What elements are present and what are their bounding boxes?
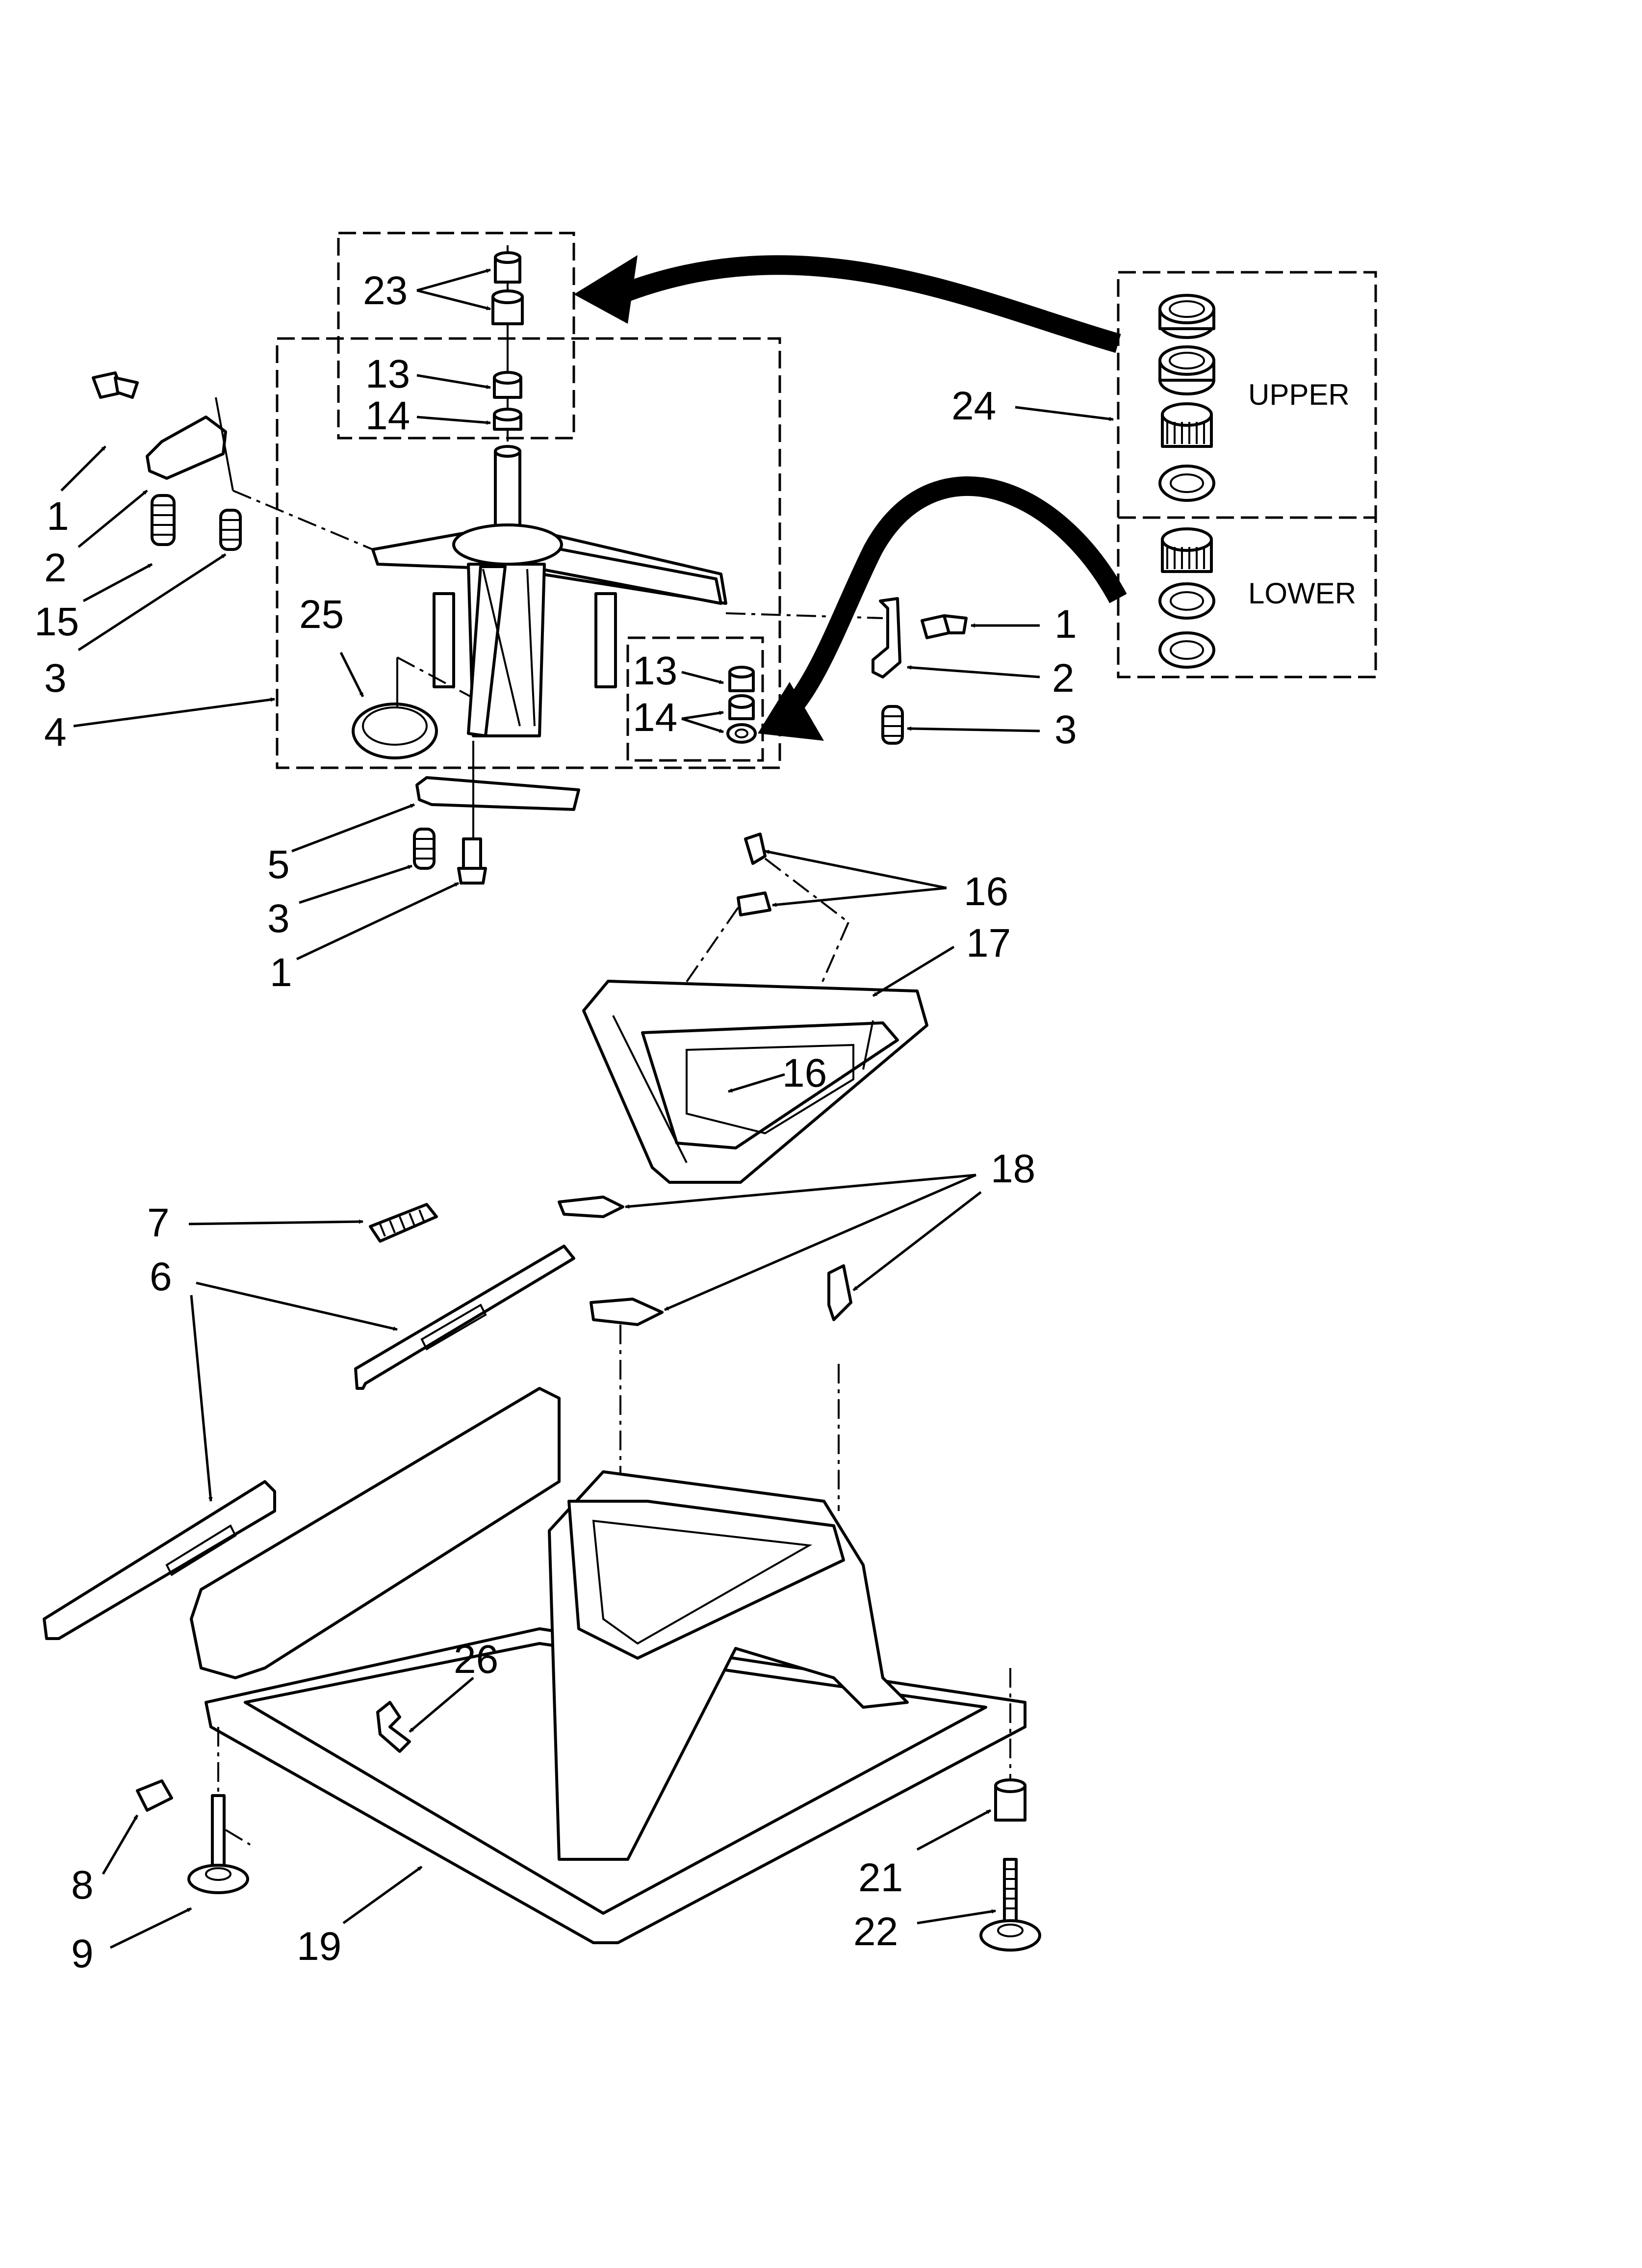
- kit-arrows: [574, 255, 1127, 741]
- screw-left-top: [92, 371, 139, 399]
- callout-7: 7: [147, 1200, 170, 1245]
- upper-kit-arrowhead: [574, 255, 638, 324]
- callout-13-side: 13: [633, 649, 677, 693]
- plug-8: [136, 1779, 173, 1812]
- callout-9: 9: [71, 1931, 94, 1976]
- callout-23: 23: [363, 268, 408, 313]
- upper-label: UPPER: [1248, 378, 1350, 411]
- brace-6-lower: [43, 1480, 276, 1640]
- spring-3-left: [219, 509, 242, 551]
- bottom-bracket-parts: [413, 741, 580, 885]
- callout-19: 19: [297, 1924, 341, 1969]
- frame-17: [582, 980, 928, 1184]
- clip-18-b: [590, 1298, 664, 1326]
- callout-16: 16: [964, 869, 1008, 914]
- callout-13: 13: [365, 352, 410, 396]
- callout-22: 22: [853, 1909, 898, 1954]
- lower-kit-arrow: [777, 476, 1127, 724]
- clip-16-a: [744, 833, 767, 865]
- post-leg-left: [433, 592, 455, 688]
- clip-18-c: [827, 1264, 852, 1321]
- callout-18: 18: [991, 1147, 1035, 1191]
- side-rail-left: [190, 1387, 561, 1679]
- lower-bushing-3: [1158, 631, 1215, 669]
- upper-bushing-3: [1161, 402, 1213, 448]
- clip-16-b: [737, 891, 771, 916]
- bracket-2-right: [872, 597, 901, 678]
- clip-18-a: [558, 1196, 624, 1218]
- upper-bushing-2: [1158, 345, 1215, 395]
- post-leg-right: [594, 592, 617, 688]
- callout-21: 21: [858, 1855, 903, 1900]
- spider-hub: [452, 523, 563, 566]
- callout-25: 25: [299, 592, 344, 637]
- spring-3-bottom: [413, 828, 436, 870]
- left-bracket-parts: [92, 371, 373, 551]
- callout-6: 6: [150, 1254, 172, 1299]
- upper-bushing-4: [1158, 465, 1215, 502]
- callout-15: 15: [34, 600, 79, 644]
- box-bushing-kit: [1117, 271, 1377, 678]
- spring-7: [369, 1203, 438, 1243]
- bushing-kit-parts: [1158, 294, 1215, 669]
- callout-2: 2: [44, 546, 67, 590]
- lower-bushing-1: [1161, 527, 1213, 573]
- callout-1: 1: [47, 494, 69, 539]
- callout-14-side: 14: [633, 695, 677, 740]
- callout-5: 5: [267, 842, 290, 887]
- bushing-13-top: [493, 371, 522, 399]
- callout-2-right: 2: [1052, 656, 1075, 701]
- callout-17: 17: [966, 921, 1011, 965]
- callout-3: 3: [44, 656, 67, 701]
- group-boxes: [276, 232, 1377, 769]
- lower-label: LOWER: [1248, 577, 1356, 610]
- upper-kit-arrow: [616, 255, 1121, 353]
- leader-lines: [60, 268, 1114, 1949]
- bushing-23-lower: [491, 289, 524, 325]
- ring-seal-25: [352, 656, 471, 759]
- callout-3-right: 3: [1054, 707, 1077, 752]
- base-frame-19: [190, 1387, 1026, 1944]
- callout-16-frame: 16: [782, 1051, 827, 1095]
- brace-6-upper: [354, 1245, 575, 1390]
- screw-bottom: [457, 837, 487, 885]
- bracket-5: [415, 776, 580, 811]
- foot-right: [979, 1668, 1041, 1952]
- spring-3-right: [881, 705, 904, 745]
- right-bracket-parts: [725, 597, 968, 745]
- lower-bushing-2: [1158, 582, 1215, 620]
- center-shaft: [494, 450, 521, 536]
- bushing-14-top: [493, 408, 522, 431]
- callout-24: 24: [951, 384, 996, 428]
- side-bushings: [726, 666, 757, 744]
- upper-bushing-1: [1158, 294, 1215, 339]
- callout-3-bottom: 3: [267, 896, 290, 941]
- callout-1-bottom: 1: [270, 950, 292, 995]
- foot-left: [136, 1727, 251, 1894]
- clip-26: [376, 1701, 411, 1753]
- box-side-bushings: [626, 636, 764, 762]
- text-labels: UPPER LOWER 23 13 14 1 2 15 3 25 4 24 1 …: [34, 268, 1356, 1976]
- callout-26: 26: [454, 1637, 498, 1682]
- callout-1-right: 1: [1054, 602, 1077, 647]
- callout-8: 8: [71, 1863, 94, 1907]
- screw-right: [921, 614, 968, 639]
- box-center-post-assembly: [276, 337, 781, 769]
- callout-4: 4: [44, 710, 67, 755]
- lower-kit-arrowhead: [758, 682, 824, 741]
- top-bushing-parts: [491, 245, 524, 442]
- bushing-23-upper: [494, 251, 521, 284]
- spring-15: [151, 494, 176, 546]
- callout-14: 14: [365, 393, 410, 438]
- foot-9-stem: [211, 1794, 226, 1871]
- center-post-assembly: [371, 445, 727, 737]
